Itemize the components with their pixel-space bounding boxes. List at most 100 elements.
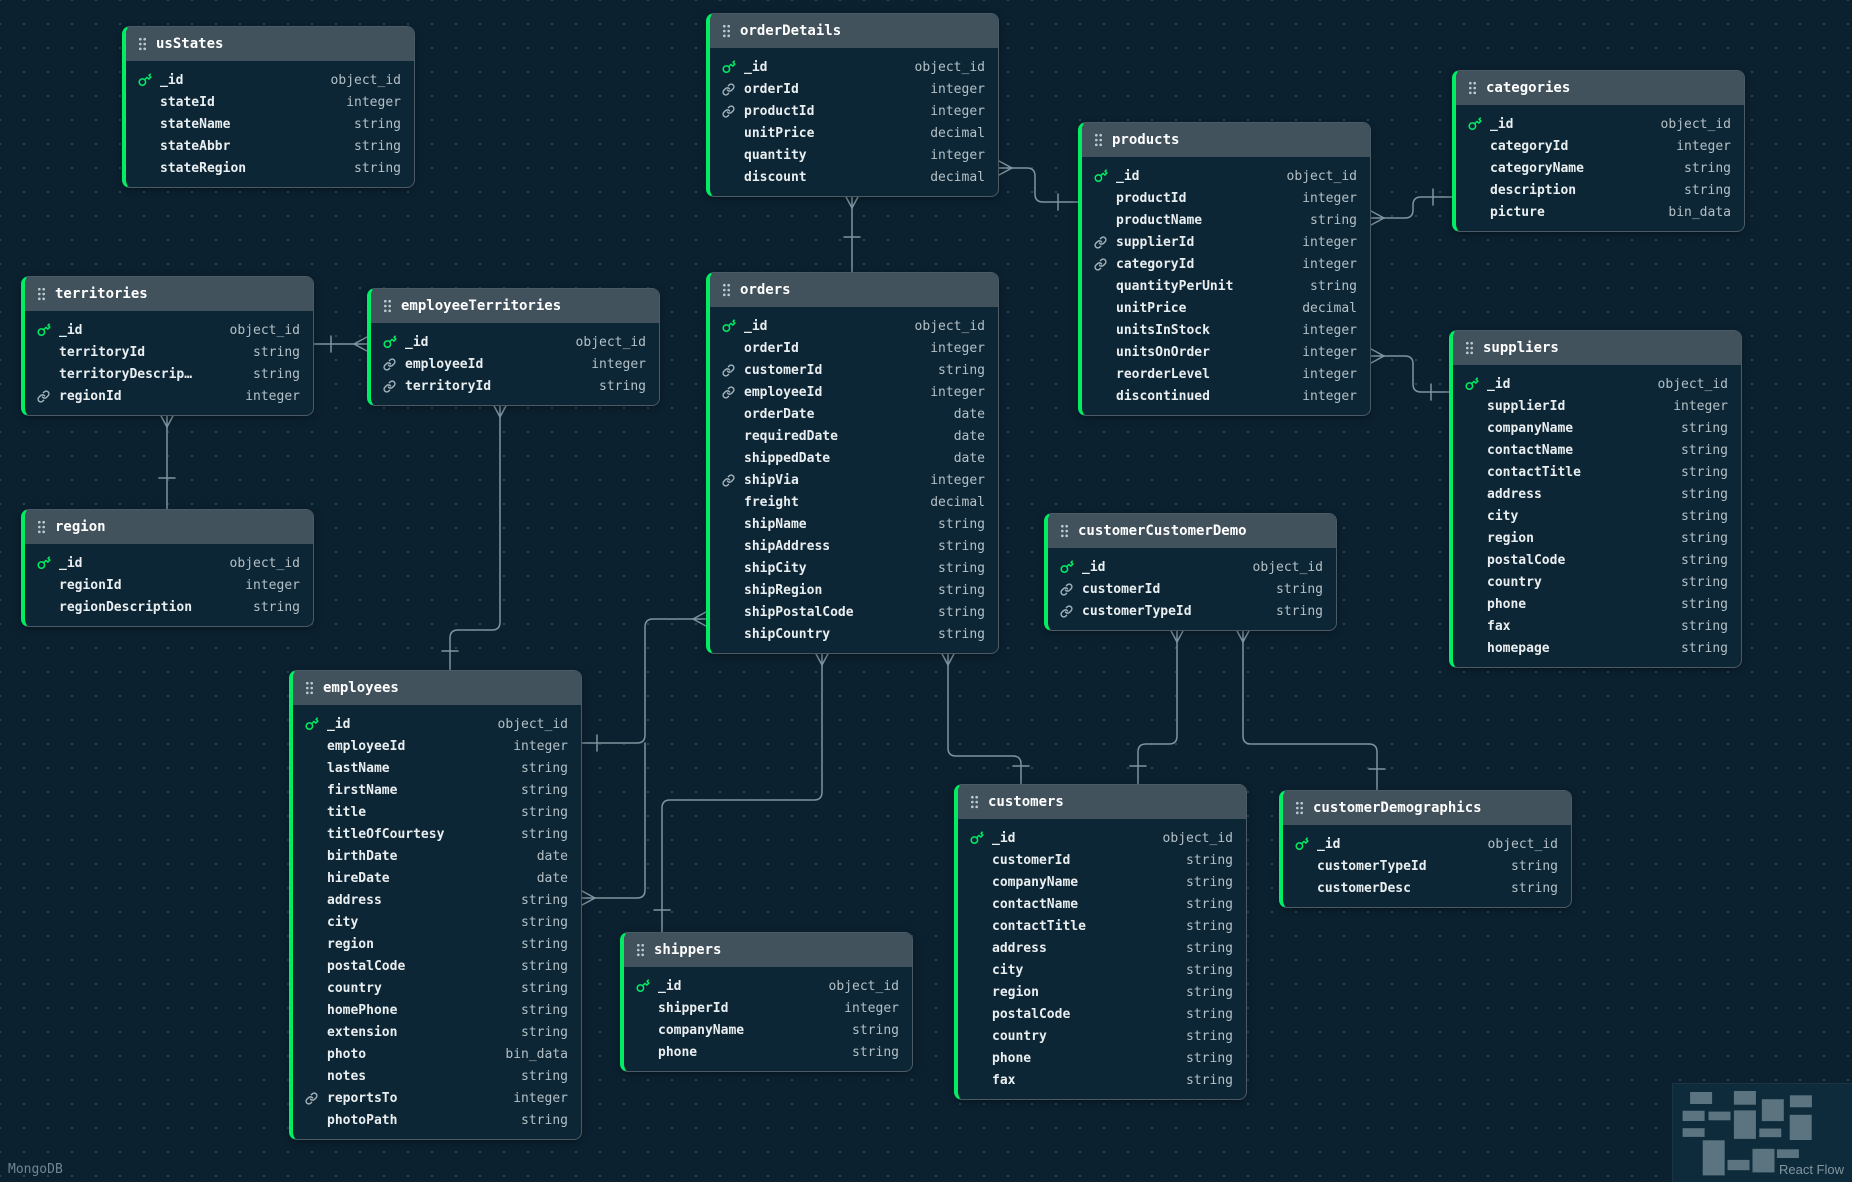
drag-handle-icon[interactable] [1468,81,1477,95]
table-header-shippers[interactable]: shippers [624,933,912,967]
drag-handle-icon[interactable] [37,287,46,301]
drag-handle-icon[interactable] [383,299,392,313]
table-header-employees[interactable]: employees [293,671,581,705]
drag-handle-icon[interactable] [1060,524,1069,538]
table-header-region[interactable]: region [25,510,313,544]
table-header-customerCustomerDemo[interactable]: customerCustomerDemo [1048,514,1336,548]
table-header-employeeTerritories[interactable]: employeeTerritories [371,289,659,323]
drag-handle-icon[interactable] [722,24,731,38]
drag-handle-icon[interactable] [636,943,645,957]
table-header-categories[interactable]: categories [1456,71,1744,105]
table-header-usStates[interactable]: usStates [126,27,414,61]
drag-handle-icon[interactable] [138,37,147,51]
drag-handle-icon[interactable] [970,795,979,809]
table-header-orderDetails[interactable]: orderDetails [710,14,998,48]
